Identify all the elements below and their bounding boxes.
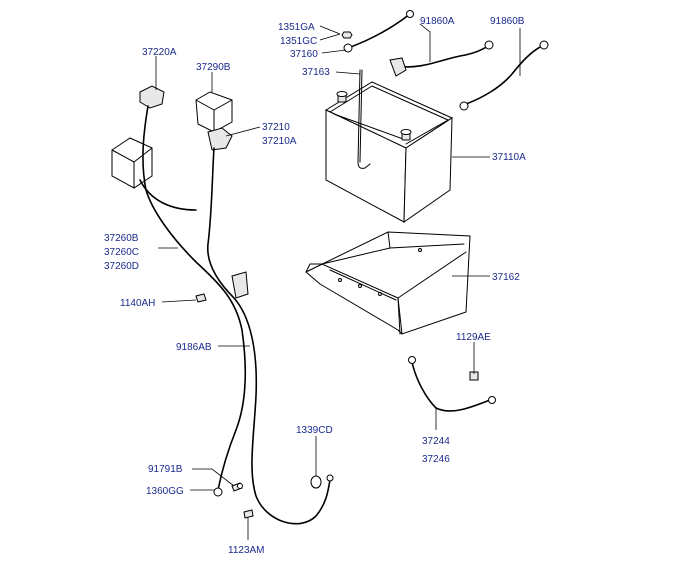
label-37163: 37163 bbox=[302, 67, 330, 78]
label-37162: 37162 bbox=[492, 272, 520, 283]
label-37244: 37244 bbox=[422, 436, 450, 447]
label-9186AB: 9186AB bbox=[176, 342, 212, 353]
label-37260D: 37260D bbox=[104, 261, 139, 272]
ground-cable[interactable] bbox=[408, 356, 496, 412]
hold-down-rod[interactable] bbox=[357, 69, 371, 169]
label-1140AH: 1140AH bbox=[120, 298, 155, 309]
wiring-harness[interactable] bbox=[111, 85, 334, 525]
label-1360GG: 1360GG bbox=[146, 486, 184, 497]
label-1351GC: 1351GC bbox=[280, 36, 317, 47]
label-37160: 37160 bbox=[290, 49, 318, 60]
battery-cables-top[interactable] bbox=[341, 10, 549, 111]
label-37260C: 37260C bbox=[104, 247, 139, 258]
label-37110A: 37110A bbox=[492, 152, 526, 163]
label-37210A: 37210A bbox=[262, 136, 297, 147]
label-37210: 37210 bbox=[262, 122, 290, 133]
battery-tray[interactable] bbox=[305, 231, 471, 335]
label-37246: 37246 bbox=[422, 454, 450, 465]
leader-lines bbox=[155, 23, 521, 540]
part-labels: 1351GA 1351GC 37160 91860A 91860B 37163 … bbox=[104, 16, 526, 556]
label-1129AE: 1129AE bbox=[456, 332, 491, 343]
label-91791B: 91791B bbox=[148, 464, 183, 475]
label-37260B: 37260B bbox=[104, 233, 139, 244]
label-1123AM: 1123AM bbox=[228, 545, 265, 556]
label-91860B: 91860B bbox=[490, 16, 525, 27]
label-91860A: 91860A bbox=[420, 16, 455, 27]
label-37290B: 37290B bbox=[196, 62, 231, 73]
label-37220A: 37220A bbox=[142, 47, 177, 58]
battery[interactable] bbox=[324, 81, 454, 223]
label-1351GA: 1351GA bbox=[278, 22, 315, 33]
label-1339CD: 1339CD bbox=[296, 425, 333, 436]
